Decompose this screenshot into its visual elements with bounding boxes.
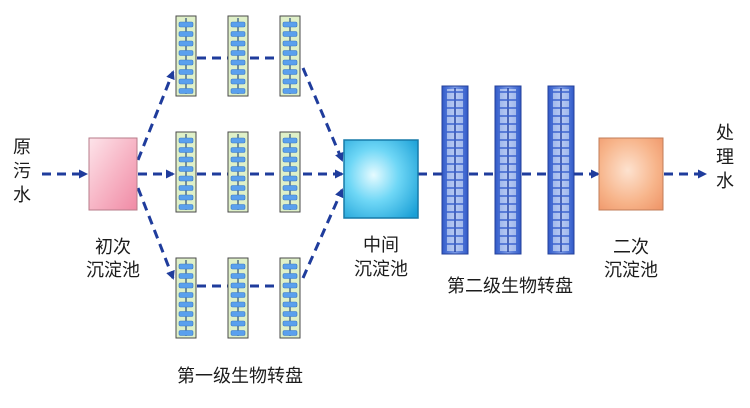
stage2-rbc-units [441,85,575,255]
stage1-unit [279,15,301,97]
treated-water-label: 处理水 [716,123,734,192]
stage1-unit [227,131,249,213]
intermediate-clarifier-label-line1: 中间 [363,235,399,256]
stage1-unit [175,131,197,213]
stage1-unit [227,257,249,339]
stage1-unit [227,15,249,97]
stage1-unit [279,257,301,339]
stage2-unit [494,85,522,255]
stage1-unit [175,15,197,97]
flow-arrows [42,56,707,288]
stage1-rbc-label: 第一级生物转盘 [177,366,303,387]
primary-clarifier-label-line2: 沉淀池 [86,260,140,281]
stage2-rbc-label: 第二级生物转盘 [447,276,573,297]
stage2-unit [547,85,575,255]
stage1-rbc-units [175,15,301,339]
raw-water-label: 原污水 [13,137,31,206]
stage1-unit [175,257,197,339]
merge-arrow-bottom [301,188,344,279]
branch-arrow-bottom [136,187,175,280]
secondary-clarifier-label-line1: 二次 [613,237,649,258]
primary-clarifier-tank [88,137,138,211]
intermediate-clarifier-label-line2: 沉淀池 [354,259,408,280]
primary-clarifier-label-line1: 初次 [95,237,131,258]
stage2-unit [441,85,469,255]
secondary-clarifier-tank [598,137,664,211]
secondary-clarifier-label-line2: 沉淀池 [604,260,658,281]
stage1-unit [279,131,301,213]
merge-arrow-top [301,67,344,162]
intermediate-clarifier-tank [343,139,419,219]
branch-arrow-top [136,70,175,161]
